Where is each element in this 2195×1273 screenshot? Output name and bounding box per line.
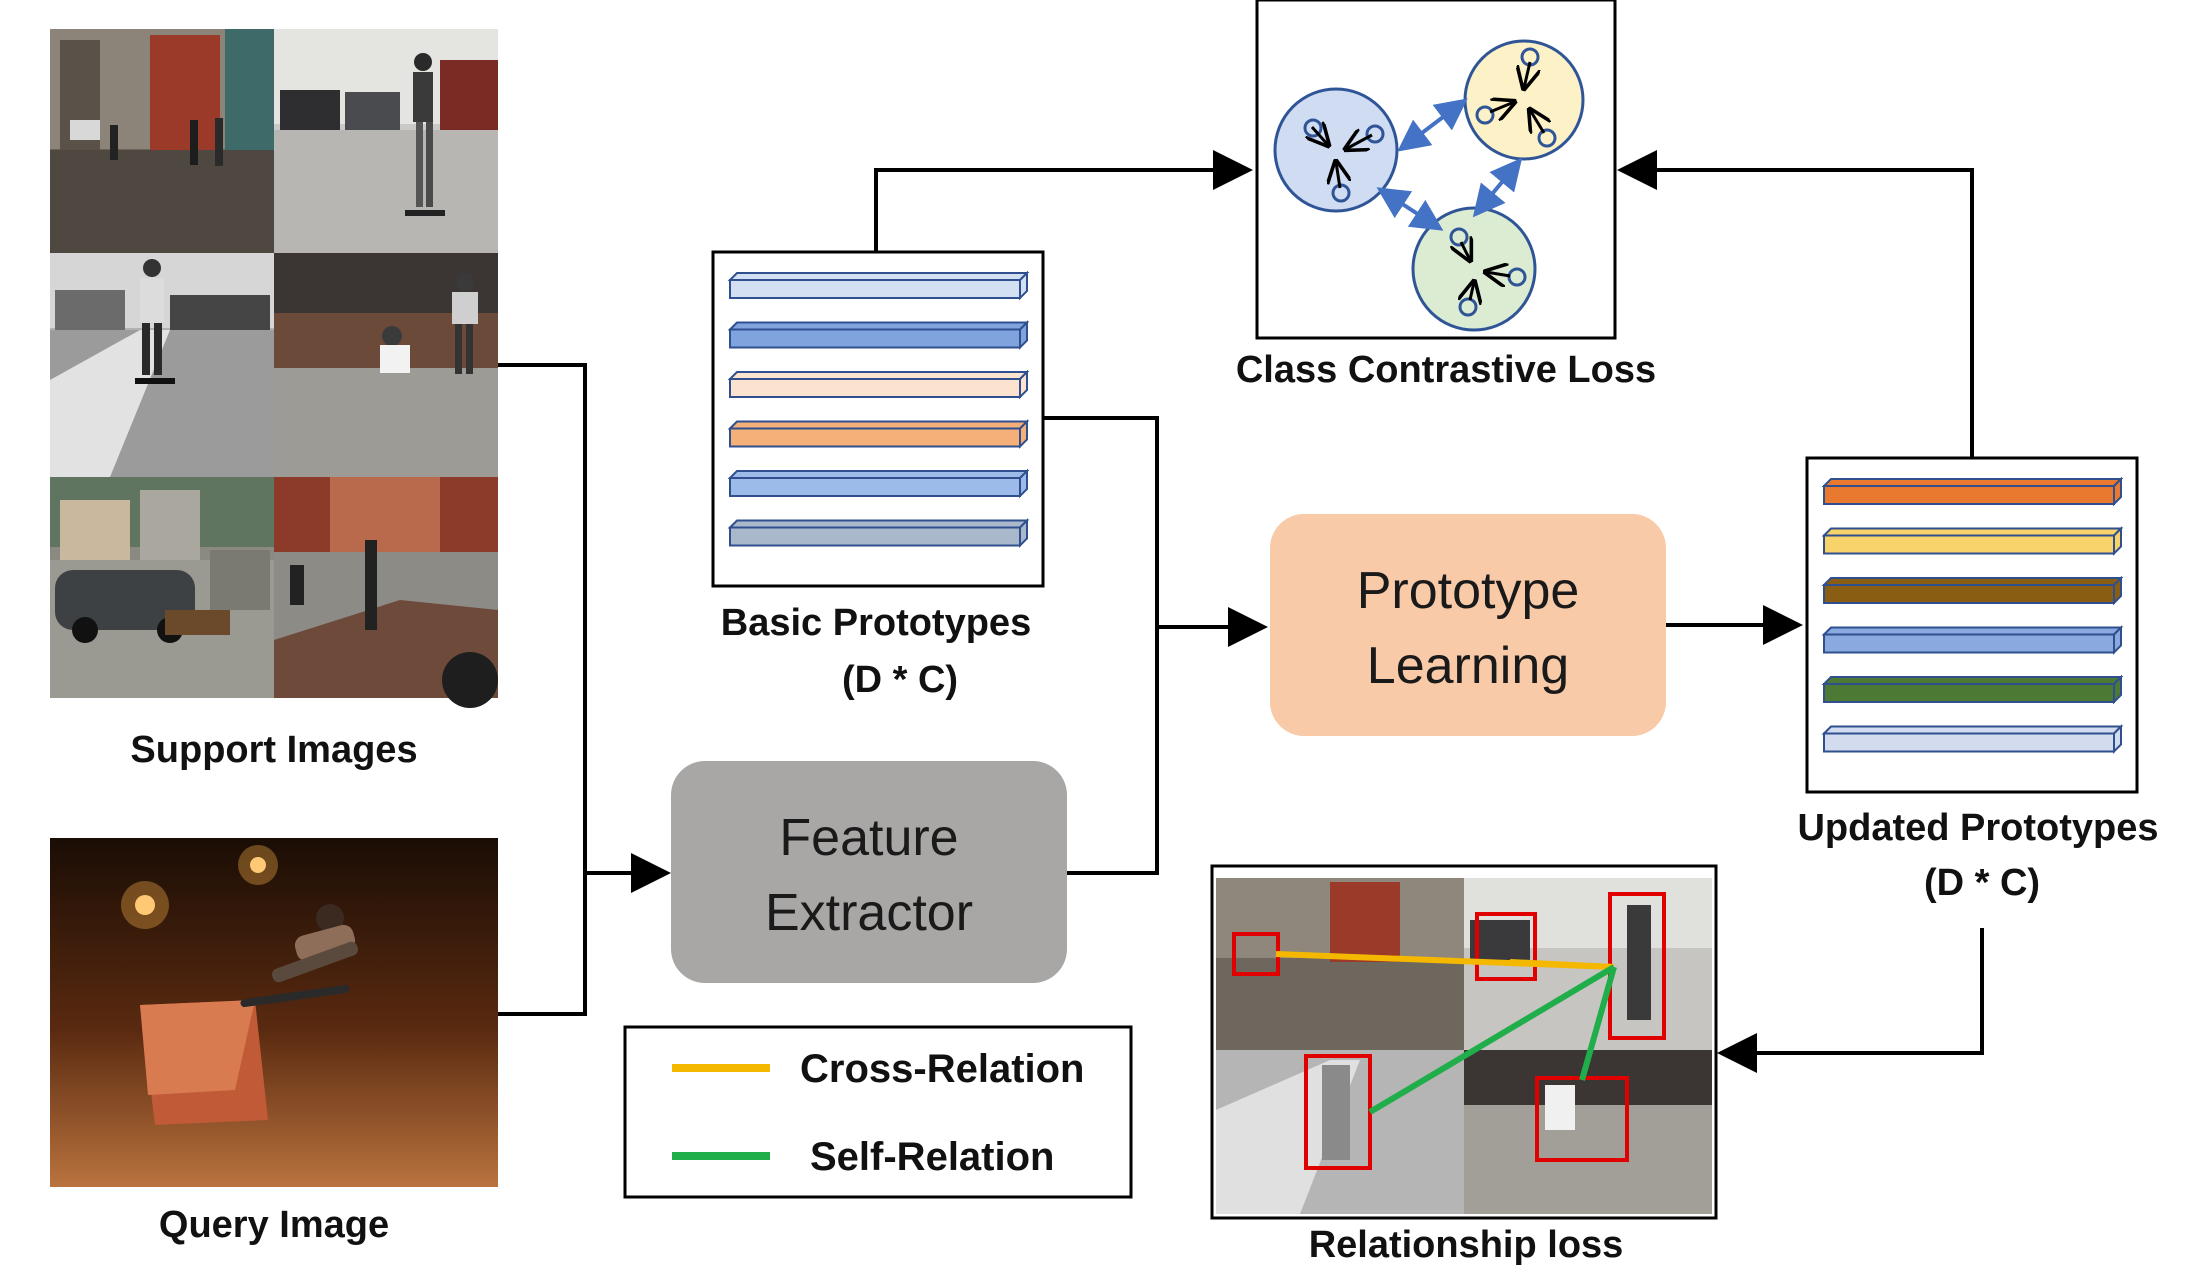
cluster-contrast-arrows (1376, 98, 1523, 231)
cluster-green (1411, 206, 1537, 332)
updated-prototypes-panel (1805, 456, 2139, 794)
support-image-3 (50, 253, 274, 477)
updated-prototypes-dims: (D * C) (1924, 862, 2040, 904)
updated-prototype-bar-4 (1821, 625, 2124, 655)
feature-extractor-label-1: Feature (779, 809, 958, 867)
cluster-yellow (1463, 39, 1585, 161)
updated-prototypes-label: Updated Prototypes (1797, 807, 2158, 849)
basic-prototype-bar-1 (727, 270, 1030, 301)
query-image (50, 838, 498, 1187)
updated-connectors (1617, 150, 1984, 1073)
support-image-2 (274, 29, 498, 253)
support-images-grid (50, 29, 498, 708)
self-relation-line-1 (1368, 964, 1616, 1115)
prototype-learning-label-2: Learning (1367, 637, 1569, 695)
basic-prototype-bar-6 (727, 518, 1030, 548)
feature-extractor-box: Feature Extractor (671, 761, 1067, 983)
prototype-learning-box: Prototype Learning (1270, 514, 1666, 736)
support-image-6 (274, 477, 498, 708)
middle-connectors (874, 150, 1268, 875)
class-contrastive-loss-panel (1255, 0, 1617, 340)
support-image-1 (50, 29, 274, 253)
cross-relation-line-2 (1509, 959, 1615, 970)
basic-prototype-bar-3 (727, 369, 1030, 400)
feature-extractor-label-2: Extractor (765, 884, 973, 942)
basic-prototype-bars (727, 270, 1030, 548)
cluster-blue (1273, 87, 1399, 213)
relation-legend: Cross-Relation Self-Relation (623, 1025, 1133, 1199)
support-image-5 (50, 477, 274, 698)
basic-prototype-bar-5 (727, 468, 1030, 499)
basic-prototypes-panel (711, 250, 1045, 588)
class-contrastive-loss-label: Class Contrastive Loss (1236, 349, 1656, 391)
basic-prototype-bar-4 (727, 419, 1030, 449)
basic-prototypes-label: Basic Prototypes (721, 602, 1031, 644)
updated-prototype-bar-2 (1821, 526, 2124, 556)
prototype-learning-label-1: Prototype (1357, 562, 1580, 620)
basic-prototypes-dims: (D * C) (842, 659, 958, 701)
legend-self-label: Self-Relation (810, 1135, 1054, 1179)
relationship-loss-panel (1210, 864, 1718, 1220)
updated-prototype-bars (1821, 476, 2124, 754)
self-relation-line-2 (1579, 966, 1617, 1081)
query-image-label: Query Image (159, 1204, 389, 1246)
support-images-label: Support Images (130, 729, 417, 771)
basic-prototype-bar-2 (727, 320, 1030, 350)
updated-prototype-bar-6 (1821, 724, 2124, 754)
legend-cross-label: Cross-Relation (800, 1047, 1085, 1091)
support-image-4 (274, 253, 498, 477)
updated-prototype-bar-3 (1821, 575, 2124, 606)
input-connectors (498, 363, 671, 1016)
updated-prototype-bar-5 (1821, 674, 2124, 705)
updated-prototype-bar-1 (1821, 476, 2124, 507)
relationship-loss-label: Relationship loss (1309, 1224, 1624, 1266)
